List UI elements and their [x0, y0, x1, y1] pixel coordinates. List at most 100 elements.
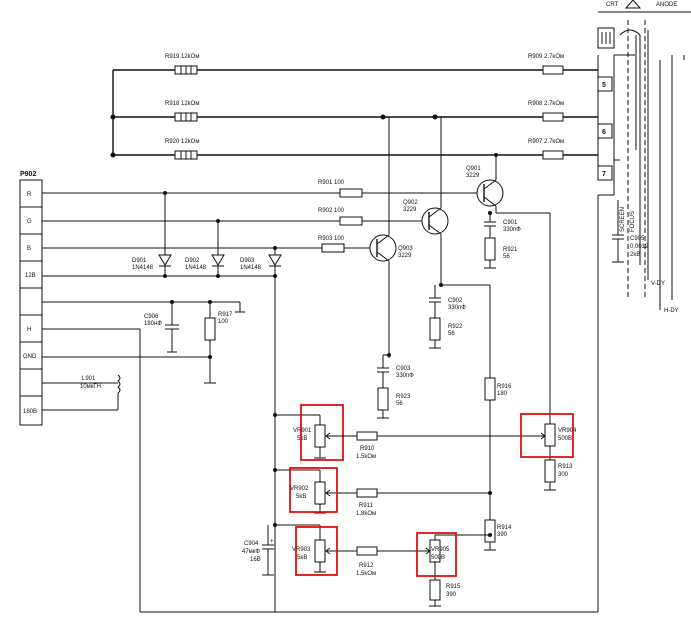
- svg-text:VR902: VR902: [290, 486, 309, 492]
- svg-text:C906: C906: [144, 314, 159, 320]
- svg-text:47мкФ: 47мкФ: [242, 549, 260, 555]
- anode-label: ANODE: [656, 2, 677, 8]
- svg-text:L901: L901: [82, 376, 96, 382]
- crt-pin-boxes: 5 6 7: [597, 76, 613, 181]
- svg-text:5kB: 5kB: [297, 436, 307, 442]
- svg-text:16B: 16B: [250, 557, 261, 563]
- resistor-r910: R910 1.5kOм: [338, 431, 542, 460]
- svg-text:6: 6: [602, 129, 606, 136]
- svg-text:R912: R912: [359, 563, 374, 569]
- inductor-l901: L901 10мкГН: [80, 374, 121, 411]
- diode-d902: D902 1N4148: [185, 221, 225, 276]
- svg-text:0.0012: 0.0012: [630, 244, 649, 250]
- connector-label: P902: [20, 171, 36, 178]
- resistor-r907: R907 2.7kOм: [528, 139, 564, 160]
- resistor-r914: R914 390: [484, 519, 512, 551]
- svg-text:3229: 3229: [466, 173, 480, 179]
- trimmer-vr904: VR904 500B: [520, 413, 577, 460]
- svg-text:1N4148: 1N4148: [240, 265, 262, 271]
- pin-gnd: GND: [23, 354, 37, 360]
- svg-text:R907 2.7kOм: R907 2.7kOм: [528, 139, 564, 145]
- svg-text:R903 100: R903 100: [318, 236, 345, 242]
- diode-d901: D901 1N4148: [132, 193, 172, 276]
- svg-text:R919 12kOм: R919 12kOм: [165, 54, 199, 60]
- svg-text:330пФ: 330пФ: [396, 373, 414, 379]
- svg-text:D902: D902: [185, 258, 200, 264]
- highlight-box-vr902: [289, 467, 338, 513]
- resistor-r915: R915 390: [429, 579, 461, 607]
- highlight-box-vr903: [295, 526, 338, 576]
- trimmer-vr903: VR903 5kB: [292, 525, 338, 576]
- svg-text:3229: 3229: [398, 253, 412, 259]
- highlight-box-vr905: [416, 532, 457, 577]
- svg-text:R915: R915: [446, 584, 461, 590]
- svg-text:3229: 3229: [403, 207, 417, 213]
- svg-text:Q901: Q901: [466, 166, 481, 172]
- screen-focus-labels: SCREEN FOCUS V-DY H-DY: [620, 207, 679, 314]
- svg-text:5kB: 5kB: [297, 555, 307, 561]
- svg-text:C905: C905: [630, 236, 645, 242]
- svg-text:100: 100: [218, 319, 229, 325]
- svg-text:R922: R922: [448, 324, 463, 330]
- svg-text:C901: C901: [503, 220, 518, 226]
- svg-text:R910: R910: [360, 446, 375, 452]
- trimmer-vr905: VR905 500B: [416, 532, 492, 580]
- pin-12b: 12B: [25, 273, 36, 279]
- resistor-r902: R902 100: [318, 208, 363, 226]
- svg-text:R921: R921: [503, 247, 518, 253]
- resistor-r917: R917 100: [204, 300, 245, 384]
- capacitor-c903: C903 330пФ: [377, 353, 414, 388]
- resistor-r921: R921 56: [484, 237, 518, 269]
- resistor-r913: R913 300: [544, 459, 573, 491]
- transistor-q903: Q903 3229: [369, 117, 413, 355]
- svg-text:180: 180: [497, 391, 508, 397]
- svg-text:1.8kOм: 1.8kOм: [356, 511, 376, 517]
- svg-text:R911: R911: [359, 503, 374, 509]
- svg-text:R914: R914: [497, 525, 512, 531]
- resistor-r912: R912 1.5kOм: [338, 546, 427, 577]
- capacitor-c904: + C904 47мкФ 16B: [242, 525, 274, 576]
- resistor-r923: R923 56: [377, 387, 411, 419]
- svg-text:330пФ: 330пФ: [503, 227, 521, 233]
- svg-text:5: 5: [602, 82, 606, 89]
- svg-text:56: 56: [503, 254, 510, 260]
- svg-text:R923: R923: [396, 394, 411, 400]
- svg-text:1N4148: 1N4148: [185, 265, 207, 271]
- resistor-r903: R903 100: [318, 236, 345, 253]
- svg-text:300: 300: [558, 472, 569, 478]
- svg-text:180нФ: 180нФ: [144, 321, 162, 327]
- transistor-q901: Q901 3229: [466, 153, 504, 213]
- svg-text:7: 7: [602, 171, 606, 178]
- svg-text:5kB: 5kB: [296, 494, 306, 500]
- diode-d903: D903 1N4148: [163, 248, 282, 612]
- warning-triangle-icon: [624, 0, 642, 9]
- rgb-lines: [42, 191, 490, 411]
- trimmer-vr902: VR902 5kB: [289, 467, 338, 514]
- pin-b: B: [27, 246, 31, 252]
- trimmer-vr901: VR901 5kB: [293, 404, 344, 461]
- svg-text:R901 100: R901 100: [318, 180, 345, 186]
- trimmer-bus: [273, 413, 320, 527]
- svg-text:VR904: VR904: [558, 428, 577, 434]
- vdy-label: V-DY: [651, 281, 665, 287]
- svg-text:R920 12kOм: R920 12kOм: [165, 139, 199, 145]
- svg-text:R909 2.7kOм: R909 2.7kOм: [528, 54, 564, 60]
- h-line: [139, 194, 614, 613]
- hdy-label: H-DY: [664, 308, 679, 314]
- svg-text:Q902: Q902: [403, 200, 418, 206]
- pin-g: G: [27, 219, 32, 225]
- svg-text:+: +: [270, 539, 274, 545]
- svg-text:56: 56: [448, 331, 455, 337]
- svg-text:R917: R917: [218, 312, 233, 318]
- svg-text:10мкГН: 10мкГН: [80, 384, 101, 390]
- svg-text:D903: D903: [240, 258, 255, 264]
- svg-text:330пФ: 330пФ: [448, 305, 466, 311]
- resistor-r909: R909 2.7kOм: [528, 54, 564, 75]
- resistor-r916: R916 180: [484, 377, 512, 520]
- svg-text:C904: C904: [244, 541, 259, 547]
- svg-text:VR901: VR901: [293, 428, 312, 434]
- svg-text:R902 100: R902 100: [318, 208, 345, 214]
- highlight-box-vr901: [300, 404, 344, 461]
- capacitor-c905: C905 0.0012 2kB: [612, 200, 649, 263]
- transistor-q902: Q902 3229: [403, 117, 449, 285]
